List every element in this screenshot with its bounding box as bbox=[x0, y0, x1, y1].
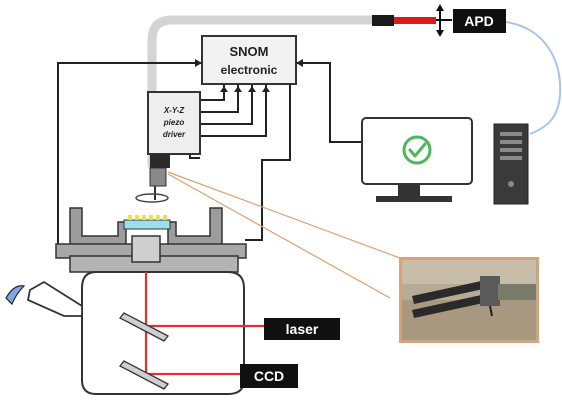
snom-electronic-box bbox=[201, 35, 297, 85]
sample-particles bbox=[128, 215, 167, 220]
snom-label-line2: electronic bbox=[221, 63, 278, 77]
probe-photo bbox=[399, 257, 539, 343]
laser-label: laser bbox=[286, 321, 319, 337]
laser-box bbox=[264, 318, 340, 340]
optical-fiber bbox=[147, 15, 380, 170]
snom-right-arrow bbox=[296, 59, 303, 67]
piezo-label-line2: piezo bbox=[163, 118, 185, 127]
signal-wires bbox=[57, 62, 362, 246]
apd-label: APD bbox=[464, 13, 494, 29]
probe-holder bbox=[149, 154, 170, 200]
zoom-lines bbox=[167, 171, 401, 299]
piezo-label-line1: X-Y-Z bbox=[163, 106, 185, 115]
laser-beam bbox=[144, 272, 264, 376]
piezo-driver-box bbox=[147, 91, 201, 155]
ccd-label: CCD bbox=[254, 368, 284, 384]
piezo-label-line3: driver bbox=[163, 130, 186, 139]
monitor bbox=[361, 117, 473, 202]
eyepiece bbox=[26, 280, 83, 317]
snom-output-arrows bbox=[220, 86, 270, 92]
apd-computer-cable bbox=[505, 21, 562, 135]
mirrors bbox=[118, 312, 170, 390]
ccd-box bbox=[240, 364, 298, 388]
apd-box bbox=[453, 9, 506, 33]
rotation-symbol bbox=[135, 193, 169, 203]
snom-left-arrow bbox=[195, 59, 202, 67]
fiber-coupler bbox=[372, 4, 452, 37]
snom-label-line1: SNOM bbox=[230, 44, 269, 59]
eye-icon bbox=[5, 285, 26, 306]
sample-stage bbox=[55, 207, 247, 273]
sample bbox=[123, 219, 171, 230]
check-circle-icon bbox=[402, 135, 432, 165]
computer-tower-icon bbox=[493, 123, 529, 205]
